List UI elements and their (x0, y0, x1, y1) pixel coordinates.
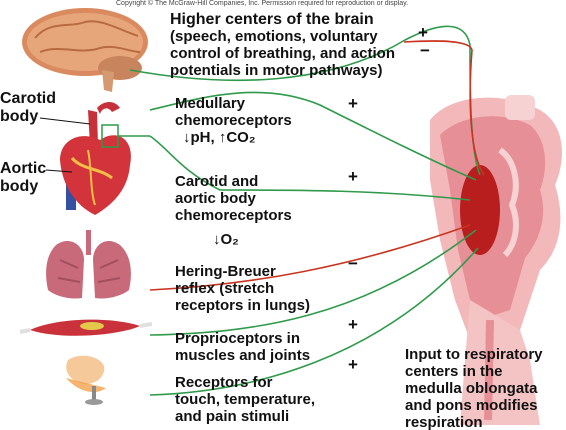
input-line-5: respiration (405, 414, 483, 430)
label-input-respiratory-centers: Input to respiratory centers in the medu… (405, 346, 543, 430)
sign-hering-breuer: − (348, 254, 358, 273)
higher-centers-line-4: potentials in motor pathways) (170, 62, 383, 79)
lungs-image (46, 230, 131, 299)
label-higher-centers: Higher centers of the brain (speech, emo… (170, 11, 395, 79)
higher-centers-line-3: control of breathing, and action (170, 45, 395, 62)
label-carotid-body: Carotid body (0, 90, 56, 126)
label-touch: Receptors for touch, temperature, and pa… (175, 374, 315, 425)
sign-touch: + (348, 355, 358, 374)
carotid-aortic-bracket (39, 117, 150, 173)
connector-lines (129, 25, 485, 396)
brain-image (22, 8, 148, 92)
hering-breuer-line-2: reflex (stretch (175, 280, 275, 297)
proprioceptor-line (149, 229, 477, 336)
input-line-2: centers in the (405, 363, 503, 380)
muscle-image (19, 319, 153, 336)
medulla-center-shape (460, 165, 500, 255)
medullary-line-3: ↓pH, ↑CO₂ (183, 129, 256, 146)
pons-highlight (505, 95, 535, 120)
hering-breuer-line-3: receptors in lungs) (175, 297, 311, 314)
touch-line-3: and pain stimuli (175, 408, 290, 425)
heart-image (60, 102, 131, 215)
touch-line-2: touch, temperature, (175, 391, 316, 408)
finger-touch-image (66, 355, 106, 405)
sign-higher-minus: − (420, 41, 430, 60)
sign-medullary: + (348, 94, 358, 113)
sign-carotid-aortic: + (348, 167, 358, 186)
higher-centers-line-1: Higher centers of the brain (170, 11, 374, 28)
input-line-1: Input to respiratory (405, 346, 543, 363)
input-line-4: and pons modifies (405, 397, 538, 414)
carotid-aortic-line-2: aortic body (175, 190, 256, 207)
sign-proprioceptors: + (348, 315, 358, 334)
carotid-body-line-1: Carotid (0, 90, 56, 107)
input-line-3: medulla oblongata (405, 380, 538, 397)
medullary-line-1: Medullary (175, 95, 246, 112)
proprioceptors-line-2: muscles and joints (175, 347, 311, 364)
carotid-aortic-line-4: ↓O₂ (213, 231, 239, 248)
label-carotid-aortic: Carotid and aortic body chemoreceptors ↓… (175, 173, 292, 248)
label-proprioceptors: Proprioceptors in muscles and joints (175, 330, 310, 364)
higher-centers-line-2: (speech, emotions, voluntary (170, 28, 378, 45)
copyright-notice: Copyright © The McGraw-Hill Companies, I… (116, 0, 409, 7)
label-aortic-body: Aortic body (0, 160, 46, 196)
touch-line (149, 247, 479, 396)
carotid-aortic-line (149, 135, 471, 201)
carotid-body-line-2: body (0, 108, 39, 125)
label-hering-breuer: Hering-Breuer reflex (stretch receptors … (175, 263, 310, 314)
medullary-line-2: chemoreceptors (175, 112, 292, 129)
hering-breuer-line (149, 224, 471, 291)
aortic-body-line-2: body (0, 178, 39, 195)
label-medullary: Medullary chemoreceptors ↓pH, ↑CO₂ (175, 95, 292, 146)
higher-red-line (403, 40, 485, 176)
carotid-aortic-line-3: chemoreceptors (175, 207, 292, 224)
sign-higher-plus: + (418, 23, 428, 42)
touch-line-1: Receptors for (175, 374, 273, 391)
medullary-line (149, 91, 477, 181)
carotid-aortic-line-1: Carotid and (175, 173, 259, 190)
brainstem-illustration (430, 95, 562, 425)
aortic-body-line-1: Aortic (0, 160, 47, 177)
hering-breuer-line-1: Hering-Breuer (175, 263, 276, 280)
proprioceptors-line-1: Proprioceptors in (175, 330, 301, 347)
